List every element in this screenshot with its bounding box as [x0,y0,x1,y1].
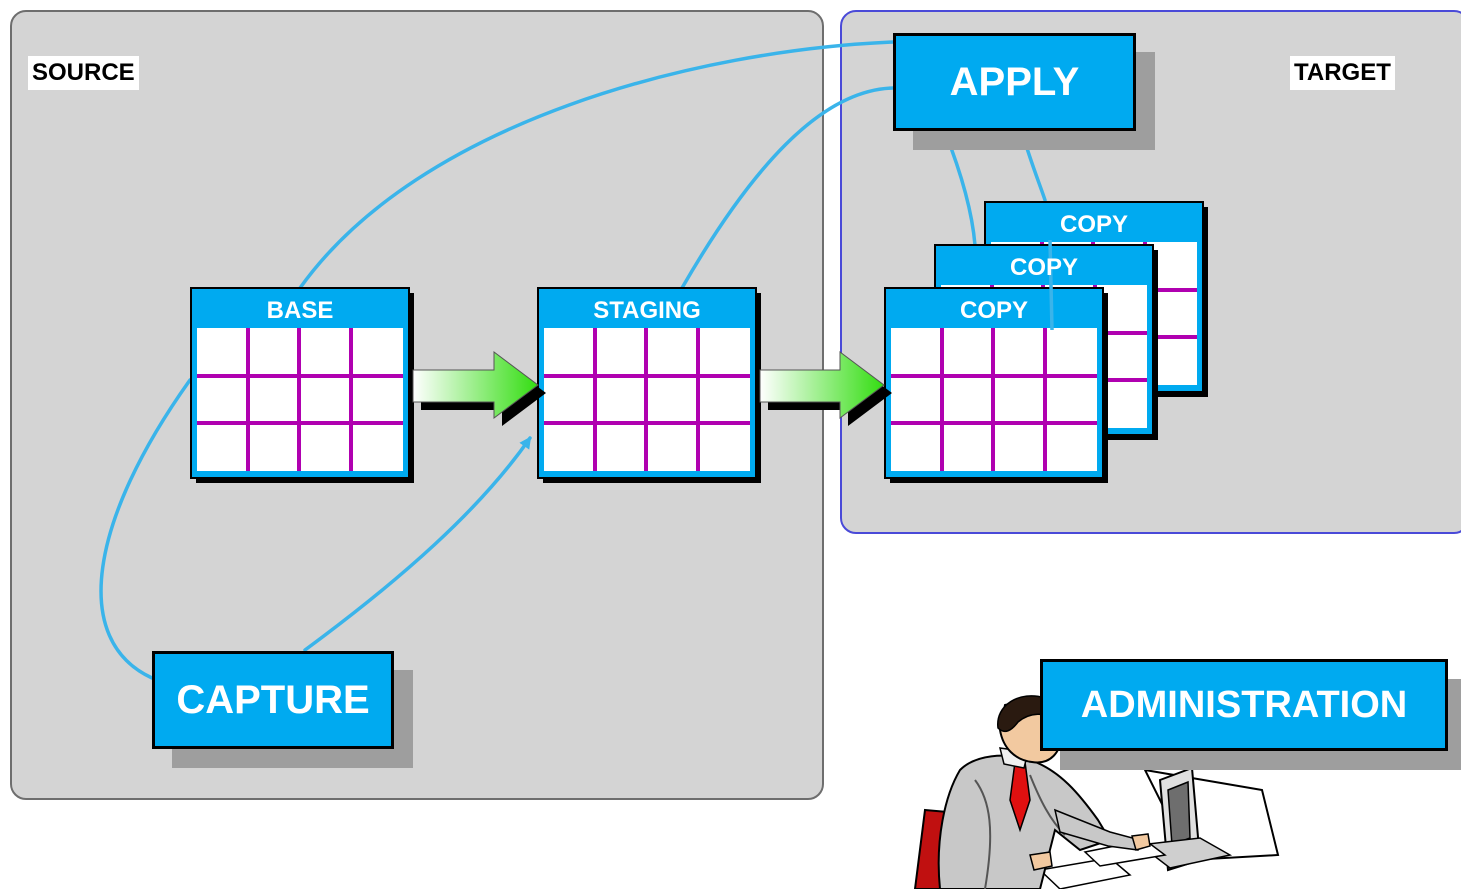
target-label: TARGET [1290,56,1395,90]
apply-process-box: APPLY [893,33,1136,131]
source-label: SOURCE [28,56,139,90]
staging-table [537,287,761,483]
base-to-staging-arrow [412,351,546,426]
computer-monitor [1138,766,1280,872]
copy-back-title: COPY [1060,211,1128,238]
copy-table-front [884,287,1108,483]
base-table [190,287,414,483]
copy-front-title: COPY [960,297,1028,324]
capture-process-box: CAPTURE [152,651,394,749]
staging-to-copy-arrow [759,351,892,426]
flow-line-staging-to-apply [680,86,895,290]
staging-title: STAGING [593,297,701,324]
flow-line-capture-to-staging [303,436,532,652]
base-title: BASE [267,297,334,324]
administrator-illustration [913,695,1280,889]
flow-line-base-to-apply [298,40,895,290]
flow-line-capture-to-base [99,378,192,680]
administration-process-box: ADMINISTRATION [1040,659,1448,751]
copy-middle-title: COPY [1010,254,1078,281]
